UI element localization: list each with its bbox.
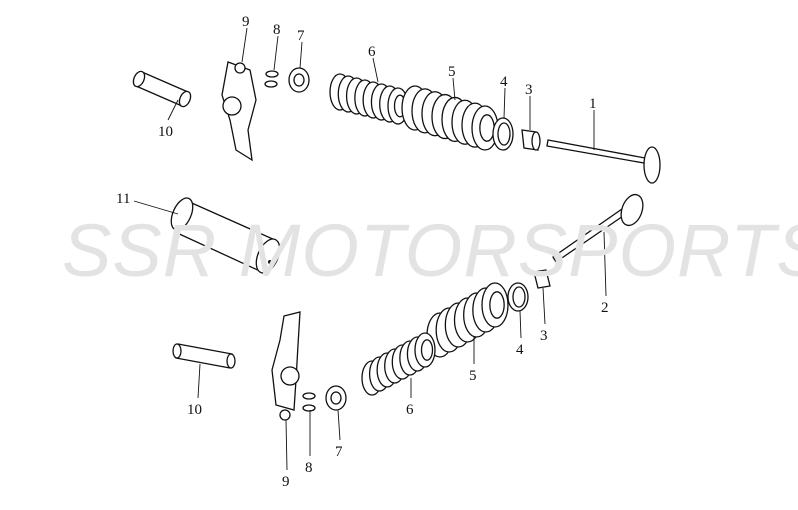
rocker-arm-top bbox=[221, 61, 257, 162]
callout-6-bottom: 6 bbox=[406, 402, 414, 418]
callout-4-bottom: 4 bbox=[516, 342, 524, 358]
rocker-shaft-bottom bbox=[172, 343, 236, 369]
spring-bore bbox=[420, 339, 434, 361]
callout-2: 2 bbox=[601, 300, 609, 316]
valve-seal-bottom bbox=[533, 269, 551, 289]
spring-bore bbox=[489, 291, 505, 319]
outer-spring-top bbox=[401, 85, 499, 151]
callout-9-bottom: 9 bbox=[282, 474, 290, 490]
callout-5-bottom: 5 bbox=[469, 368, 477, 384]
callout-9-top: 9 bbox=[242, 14, 250, 30]
callout-10-top: 10 bbox=[158, 124, 173, 140]
spring-retainer-bottom bbox=[325, 385, 347, 411]
callout-7-bottom: 7 bbox=[335, 444, 343, 460]
callout-1: 1 bbox=[589, 96, 597, 112]
callout-3-top: 3 bbox=[525, 82, 533, 98]
rocker-arm-bottom bbox=[271, 311, 301, 421]
callout-4-top: 4 bbox=[500, 74, 508, 90]
spring-retainer-top bbox=[288, 67, 310, 93]
valve-cotters-bottom bbox=[302, 392, 316, 412]
valve-cotters-top bbox=[264, 70, 279, 88]
callout-7-top: 7 bbox=[297, 28, 305, 44]
callout-8-bottom: 8 bbox=[305, 460, 313, 476]
exhaust-valve bbox=[552, 193, 644, 263]
callout-10-bottom: 10 bbox=[187, 402, 202, 418]
spring-seat-top bbox=[492, 117, 514, 151]
outer-spring-bottom bbox=[426, 282, 509, 358]
inner-spring-bottom bbox=[361, 332, 436, 396]
leader-lines bbox=[133, 27, 607, 471]
valve-seal-top bbox=[521, 129, 541, 151]
callout-8-top: 8 bbox=[273, 22, 281, 38]
inner-spring-top bbox=[329, 73, 409, 125]
callout-5-top: 5 bbox=[448, 64, 456, 80]
callout-6-top: 6 bbox=[368, 44, 376, 60]
rocker-shaft-top bbox=[132, 70, 192, 108]
spring-bore bbox=[479, 114, 495, 142]
intake-valve bbox=[546, 139, 661, 184]
spring-seat-bottom bbox=[507, 282, 529, 312]
camshaft bbox=[170, 197, 281, 274]
callout-3-bottom: 3 bbox=[540, 328, 548, 344]
callout-11: 11 bbox=[116, 191, 130, 207]
